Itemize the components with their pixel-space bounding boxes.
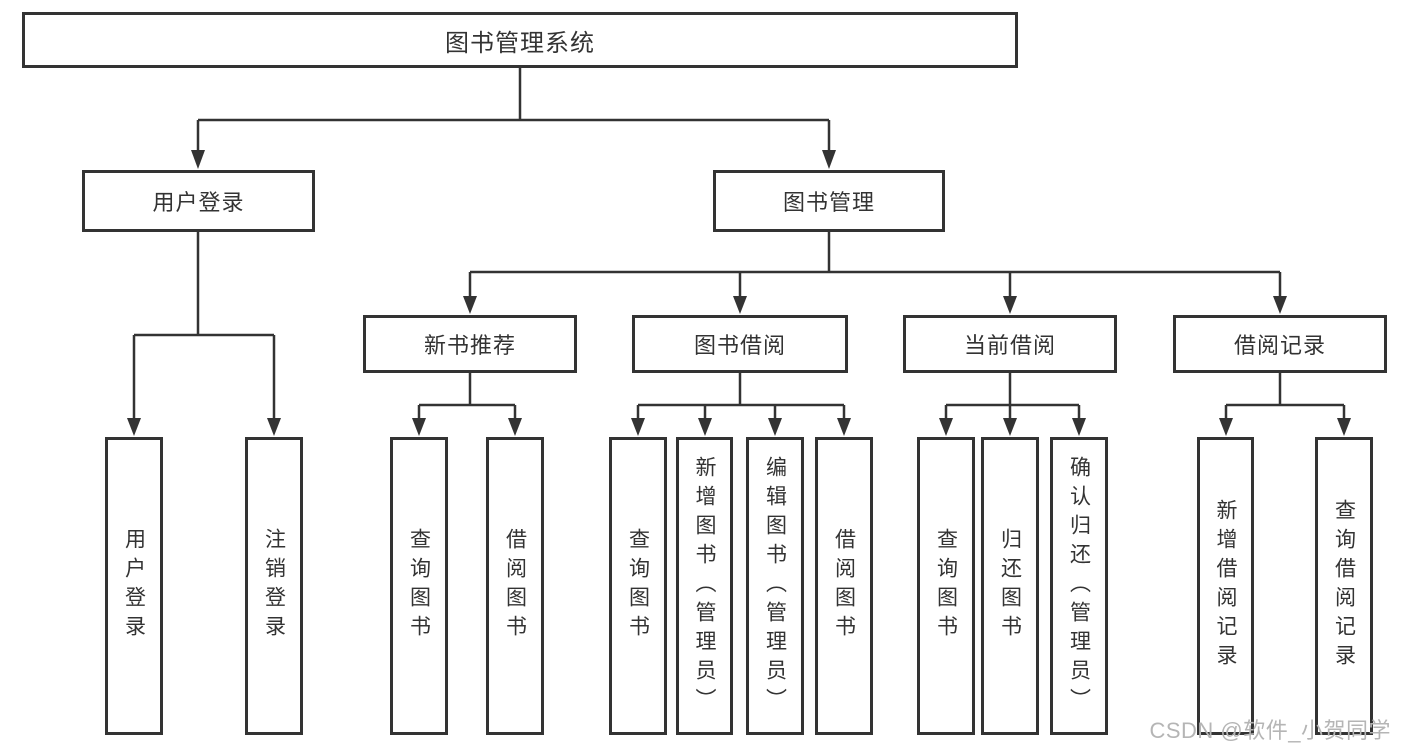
node-label: 新增借阅记录 [1214, 499, 1237, 673]
connector-book-borrowing-branch [631, 373, 851, 436]
node-label: 新增图书（管理员） [693, 455, 716, 717]
connector-new-book-recommendation-branch [412, 373, 522, 436]
connector-user-login-branch [127, 232, 281, 436]
node-label: 借阅记录 [1233, 333, 1326, 358]
node-library-management-system: 图书管理系统 [22, 12, 1018, 68]
node-label: 查询图书 [934, 528, 958, 644]
node-leaf-query-borrowing-record: 查询借阅记录 [1315, 437, 1373, 735]
node-label: 新书推荐 [423, 333, 516, 358]
node-label: 用户登录 [122, 528, 146, 644]
node-label: 当前借阅 [963, 333, 1056, 358]
node-label: 图书借阅 [693, 333, 786, 358]
connector-book-management-branch [463, 232, 1287, 314]
node-leaf-confirm-return-admin: 确认归还（管理员） [1050, 437, 1108, 735]
csdn-watermark: CSDN @软件_小贺同学 [1149, 718, 1391, 743]
node-current-borrowing: 当前借阅 [903, 315, 1117, 373]
node-user-login: 用户登录 [82, 170, 315, 232]
node-leaf-add-borrowing-record: 新增借阅记录 [1197, 437, 1254, 735]
node-leaf-query-books-current: 查询图书 [917, 437, 975, 735]
node-label: 归还图书 [998, 528, 1022, 644]
node-leaf-user-login: 用户登录 [105, 437, 163, 735]
node-leaf-edit-books-admin: 编辑图书（管理员） [746, 437, 804, 735]
connector-borrowing-records-branch [1219, 373, 1351, 436]
node-leaf-borrow-books-recommendation: 借阅图书 [486, 437, 544, 735]
node-book-borrowing: 图书借阅 [632, 315, 848, 373]
node-leaf-borrow-books: 借阅图书 [815, 437, 873, 735]
connector-root-to-level2 [191, 68, 836, 169]
node-label: 图书管理系统 [445, 29, 595, 57]
node-label: 借阅图书 [832, 528, 856, 644]
node-leaf-add-books-admin: 新增图书（管理员） [676, 437, 733, 735]
node-label: 查询图书 [407, 528, 431, 644]
connector-current-borrowing-branch [939, 373, 1086, 436]
node-leaf-query-books-borrowing: 查询图书 [609, 437, 667, 735]
node-leaf-return-books: 归还图书 [981, 437, 1039, 735]
node-label: 用户登录 [152, 190, 245, 215]
node-borrowing-records: 借阅记录 [1173, 315, 1387, 373]
node-leaf-logout: 注销登录 [245, 437, 303, 735]
node-label: 查询图书 [626, 528, 650, 644]
node-new-book-recommendation: 新书推荐 [363, 315, 577, 373]
node-book-management: 图书管理 [713, 170, 945, 232]
node-label: 注销登录 [262, 528, 286, 644]
node-label: 确认归还（管理员） [1067, 455, 1091, 717]
node-label: 查询借阅记录 [1332, 499, 1356, 673]
node-leaf-query-books-recommendation: 查询图书 [390, 437, 448, 735]
node-label: 图书管理 [782, 190, 875, 215]
node-label: 编辑图书（管理员） [763, 455, 787, 717]
node-label: 借阅图书 [503, 528, 527, 644]
